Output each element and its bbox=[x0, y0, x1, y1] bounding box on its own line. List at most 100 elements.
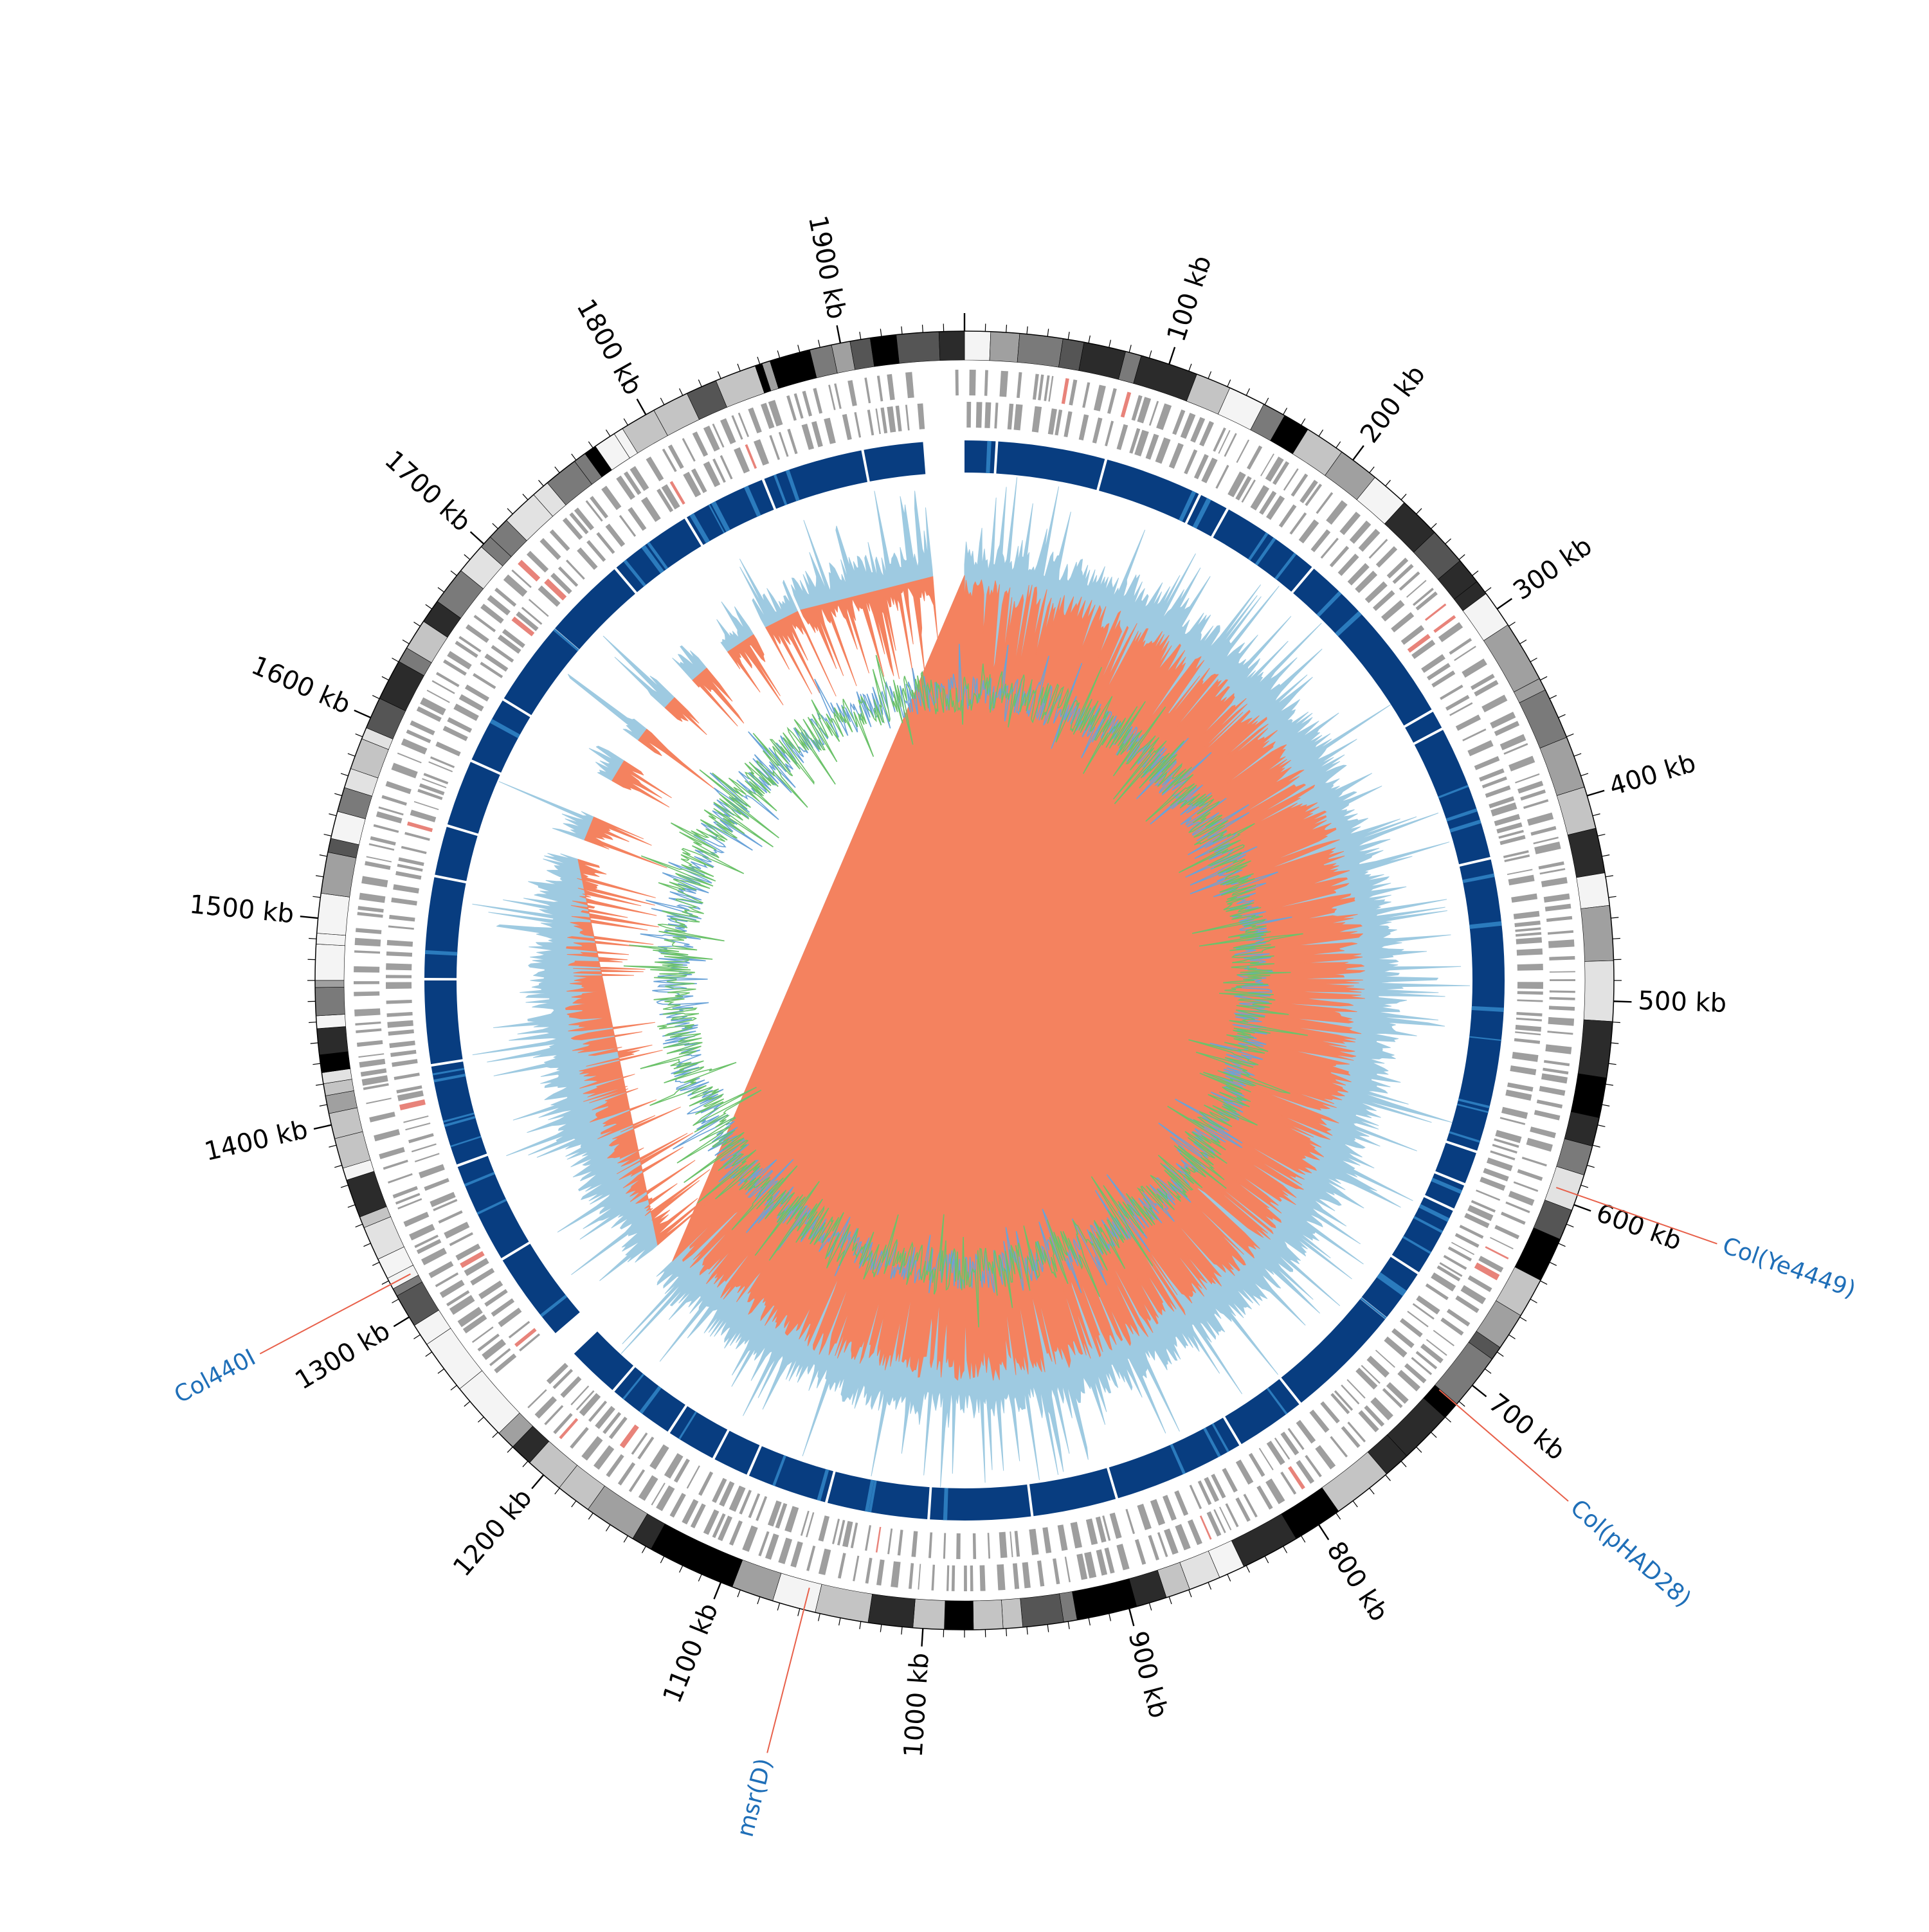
gene-feature bbox=[1515, 1031, 1541, 1035]
gene-feature bbox=[1146, 434, 1159, 460]
gene-feature bbox=[1071, 1522, 1082, 1548]
gene-feature bbox=[1462, 658, 1487, 678]
gene-feature bbox=[355, 1022, 381, 1025]
gene-feature bbox=[1523, 799, 1548, 809]
gene-feature bbox=[628, 507, 646, 531]
gene-feature bbox=[1507, 1083, 1534, 1092]
gene-feature bbox=[1548, 1017, 1574, 1026]
gene-feature bbox=[395, 871, 421, 880]
minor-tick bbox=[309, 1022, 316, 1023]
gene-feature bbox=[994, 402, 998, 428]
major-tick bbox=[1472, 1386, 1487, 1396]
gene-feature bbox=[1310, 529, 1330, 552]
gene-feature bbox=[646, 456, 664, 482]
minor-tick bbox=[1246, 388, 1249, 395]
gene-feature bbox=[365, 861, 390, 870]
gene-feature bbox=[399, 1099, 426, 1110]
gene-feature bbox=[1279, 505, 1297, 528]
coverage-segment bbox=[472, 701, 530, 773]
gene-feature bbox=[358, 1053, 384, 1058]
scale-label: 100 kb bbox=[1161, 252, 1217, 345]
minor-tick bbox=[1336, 442, 1341, 448]
contig-block bbox=[1072, 1578, 1136, 1620]
gene-feature bbox=[1044, 375, 1049, 401]
minor-tick bbox=[334, 1165, 342, 1167]
major-tick bbox=[1353, 446, 1364, 460]
gene-feature bbox=[1494, 1225, 1519, 1239]
gene-feature bbox=[385, 781, 411, 794]
gene-feature bbox=[1545, 904, 1571, 912]
coverage-segment bbox=[864, 442, 925, 481]
coverage-segment bbox=[504, 630, 578, 715]
coverage-segment bbox=[435, 827, 477, 881]
gene-feature bbox=[980, 1565, 986, 1591]
minor-tick bbox=[493, 1432, 498, 1438]
gene-feature bbox=[631, 1432, 648, 1455]
minor-tick bbox=[426, 604, 432, 609]
gene-feature bbox=[1420, 1344, 1444, 1364]
minor-tick bbox=[320, 1105, 327, 1106]
minor-tick bbox=[464, 555, 470, 560]
minor-tick bbox=[1169, 1597, 1172, 1604]
gene-feature bbox=[703, 426, 720, 451]
gene-feature bbox=[1015, 1531, 1020, 1557]
contig-block bbox=[1584, 961, 1614, 1022]
contig-block bbox=[964, 331, 991, 361]
minor-tick bbox=[1208, 1582, 1211, 1589]
minor-tick bbox=[1149, 1603, 1151, 1611]
gene-feature bbox=[887, 374, 894, 401]
gene-feature bbox=[430, 1192, 455, 1207]
skew-positive bbox=[568, 674, 647, 741]
skew-negative bbox=[766, 611, 836, 696]
minor-tick bbox=[880, 1625, 882, 1632]
gene-feature bbox=[1376, 546, 1397, 567]
minor-tick bbox=[1611, 917, 1618, 918]
minor-tick bbox=[451, 571, 457, 575]
gene-feature bbox=[802, 424, 814, 450]
coverage-segment bbox=[424, 877, 466, 978]
gene-feature bbox=[1490, 1237, 1514, 1249]
contig-block bbox=[773, 1573, 822, 1612]
scale-label: 700 kb bbox=[1483, 1388, 1570, 1467]
minor-tick bbox=[363, 1243, 370, 1247]
minor-tick bbox=[880, 329, 882, 336]
gene-feature bbox=[1550, 990, 1575, 993]
minor-tick bbox=[572, 454, 576, 460]
contig-block bbox=[1581, 905, 1614, 961]
major-tick bbox=[314, 1125, 331, 1129]
minor-tick bbox=[798, 345, 800, 352]
gene-feature bbox=[1190, 1485, 1202, 1509]
gene-feature bbox=[354, 1008, 381, 1016]
gene-feature bbox=[1215, 465, 1229, 489]
gene-feature bbox=[1545, 1044, 1571, 1054]
minor-tick bbox=[555, 467, 559, 473]
minor-tick bbox=[392, 658, 399, 662]
gene-feature bbox=[905, 404, 910, 430]
minor-tick bbox=[523, 494, 528, 500]
gene-feature bbox=[999, 1532, 1008, 1558]
gene-feature bbox=[1474, 680, 1498, 697]
minor-tick bbox=[1227, 379, 1231, 386]
contig-block bbox=[315, 987, 345, 1016]
minor-tick bbox=[1609, 1063, 1617, 1065]
gene-feature bbox=[876, 1527, 882, 1553]
contig-block bbox=[815, 1584, 873, 1623]
minor-tick bbox=[1472, 571, 1478, 575]
major-tick bbox=[354, 710, 371, 718]
minor-tick bbox=[464, 1402, 470, 1407]
major-tick bbox=[637, 399, 646, 415]
gene-feature bbox=[391, 763, 417, 778]
gene-feature bbox=[386, 1012, 412, 1017]
gene-feature bbox=[1526, 1138, 1553, 1152]
gene-feature bbox=[391, 898, 417, 906]
gene-feature bbox=[984, 402, 991, 428]
minor-tick bbox=[438, 1369, 444, 1373]
gene-feature bbox=[466, 624, 489, 643]
gene-feature bbox=[854, 412, 861, 438]
minor-tick bbox=[680, 1566, 683, 1573]
minor-tick bbox=[1109, 340, 1111, 348]
gene-feature bbox=[553, 1413, 572, 1434]
minor-tick bbox=[1593, 1145, 1600, 1147]
minor-tick bbox=[348, 1205, 355, 1207]
gene-feature bbox=[482, 1339, 506, 1360]
